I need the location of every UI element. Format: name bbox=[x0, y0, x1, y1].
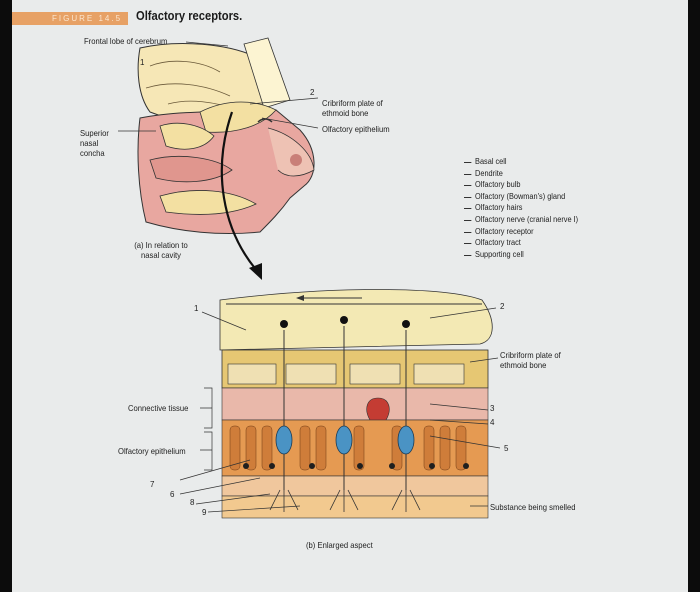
panel-a-head-section bbox=[137, 37, 315, 235]
key-term: Olfactory hairs bbox=[464, 202, 578, 214]
key-term: Supporting cell bbox=[464, 249, 578, 261]
basal-cells bbox=[243, 463, 469, 469]
label-cribriform-plate-b: Cribriform plate of ethmoid bone bbox=[500, 350, 561, 370]
key-term: Olfactory nerve (cranial nerve I) bbox=[464, 214, 578, 226]
key-terms-list: Basal cell Dendrite Olfactory bulb Olfac… bbox=[464, 156, 588, 260]
number-2-b: 2 bbox=[500, 302, 505, 311]
zoom-arrow bbox=[220, 111, 259, 273]
connective-tissue bbox=[221, 387, 489, 421]
number-2-a: 2 bbox=[310, 88, 315, 97]
olfactory-bulb-region bbox=[219, 289, 493, 351]
mucus-layer bbox=[221, 475, 489, 497]
key-term: Olfactory receptor bbox=[464, 226, 578, 238]
panel-a-leader-lines bbox=[118, 41, 319, 132]
figure-number-tag: FIGURE 14.5 bbox=[12, 12, 128, 25]
label-connective-tissue: Connective tissue bbox=[128, 403, 189, 413]
key-term: Olfactory (Bowman's) gland bbox=[464, 191, 578, 203]
number-9: 9 bbox=[202, 508, 207, 517]
label-olfactory-epithelium-a: Olfactory epithelium bbox=[322, 124, 390, 134]
number-7: 7 bbox=[150, 480, 155, 489]
number-1-a: 1 bbox=[140, 58, 145, 67]
panel-b-enlarged-aspect bbox=[219, 289, 493, 519]
number-3: 3 bbox=[490, 404, 495, 413]
label-cribriform-plate-a: Cribriform plate of ethmoid bone bbox=[322, 98, 383, 118]
number-6: 6 bbox=[170, 490, 175, 499]
panel-b-leader-lines bbox=[179, 307, 501, 513]
receptor-axons bbox=[283, 326, 407, 490]
key-term: Basal cell bbox=[464, 156, 578, 168]
key-term: Olfactory bulb bbox=[464, 179, 578, 191]
figure-title: Olfactory receptors. bbox=[136, 8, 243, 23]
olfactory-receptors bbox=[275, 425, 415, 455]
label-substance-being-smelled: Substance being smelled bbox=[490, 502, 576, 512]
olfactory-hairs bbox=[269, 489, 421, 512]
label-olfactory-epithelium-b: Olfactory epithelium bbox=[118, 446, 186, 456]
number-4: 4 bbox=[490, 418, 495, 427]
key-term: Dendrite bbox=[464, 168, 578, 180]
key-term: Olfactory tract bbox=[464, 237, 578, 249]
caption-panel-a: (a) In relation to nasal cavity bbox=[134, 240, 188, 260]
label-superior-nasal-concha: Superior nasal concha bbox=[80, 128, 109, 158]
number-1-b: 1 bbox=[194, 304, 199, 313]
nasal-cavity-surface bbox=[221, 495, 489, 519]
number-8: 8 bbox=[190, 498, 195, 507]
mitral-cells bbox=[280, 316, 410, 328]
label-frontal-lobe: Frontal lobe of cerebrum bbox=[84, 36, 168, 46]
zoom-arrow-head bbox=[249, 263, 262, 280]
caption-panel-b: (b) Enlarged aspect bbox=[306, 540, 373, 550]
number-5: 5 bbox=[504, 444, 509, 453]
